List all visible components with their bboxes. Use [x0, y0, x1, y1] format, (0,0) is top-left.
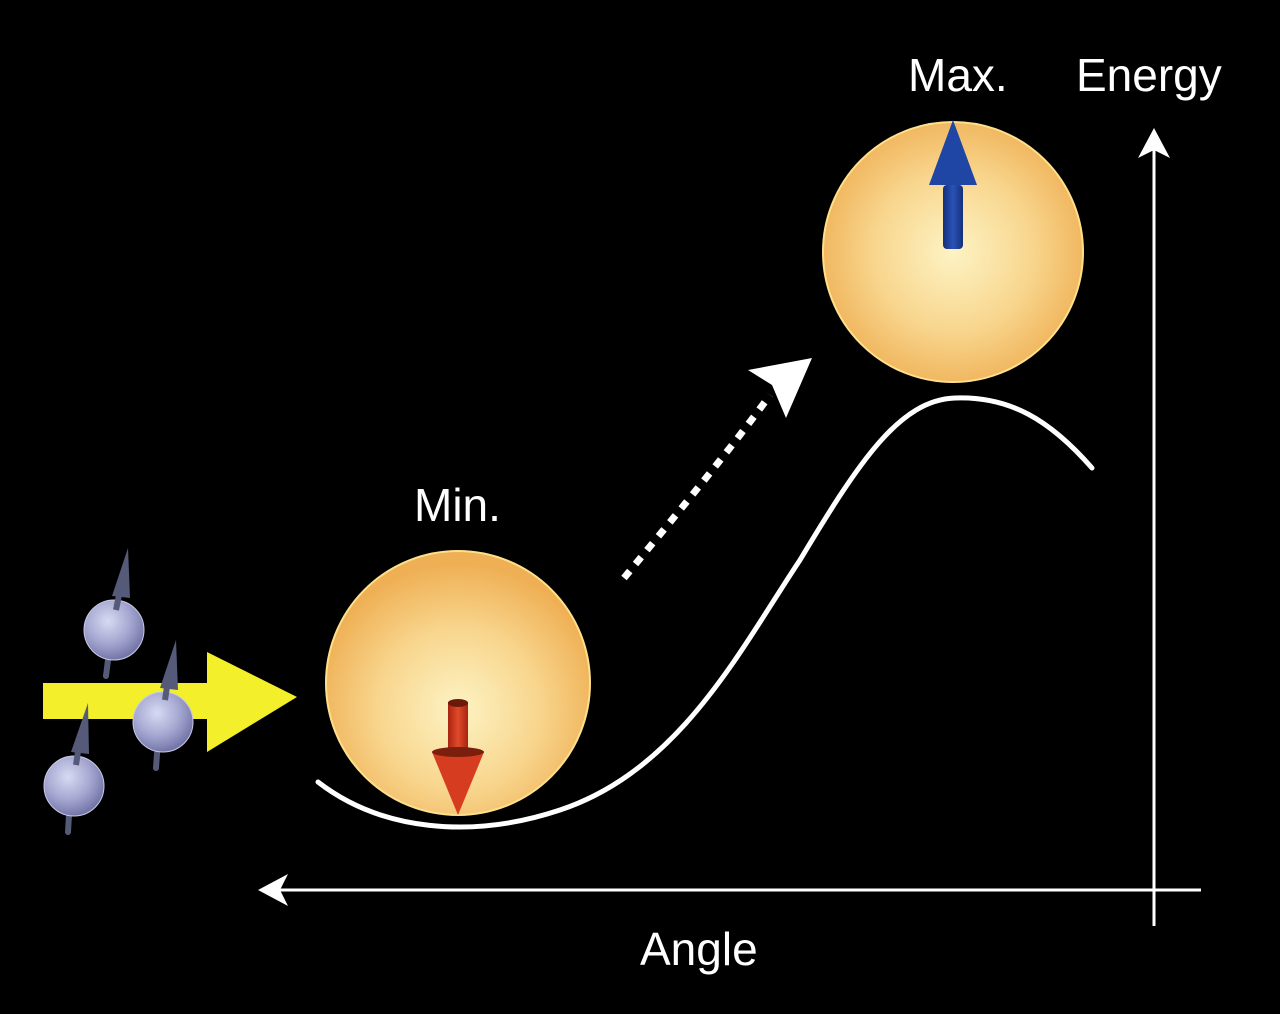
spin-electron-1: [83, 548, 145, 679]
spin-electron-2: [132, 640, 194, 771]
min-state-sphere: [325, 550, 591, 816]
max-label: Max.: [908, 49, 1008, 101]
max-state-sphere: [822, 120, 1084, 383]
energy-axis-arrowhead-icon: [1138, 128, 1170, 158]
spin-up-arrow-icon: [160, 640, 178, 690]
spin-up-arrow-icon: [112, 548, 130, 598]
red-down-arrow-icon: [432, 699, 484, 815]
angle-axis-arrowhead-icon: [258, 874, 288, 906]
spin-electron-3: [43, 703, 105, 835]
dotted-transition-arrow-icon: [621, 358, 812, 581]
angle-axis-label: Angle: [640, 923, 758, 975]
blue-up-arrow-icon: [929, 120, 977, 249]
angle-axis: [258, 874, 1201, 906]
spin-up-arrow-icon: [71, 703, 89, 754]
min-label: Min.: [414, 479, 501, 531]
energy-axis-label: Energy: [1076, 49, 1222, 101]
energy-axis: [1138, 128, 1170, 926]
energy-curve: [315, 395, 1095, 830]
